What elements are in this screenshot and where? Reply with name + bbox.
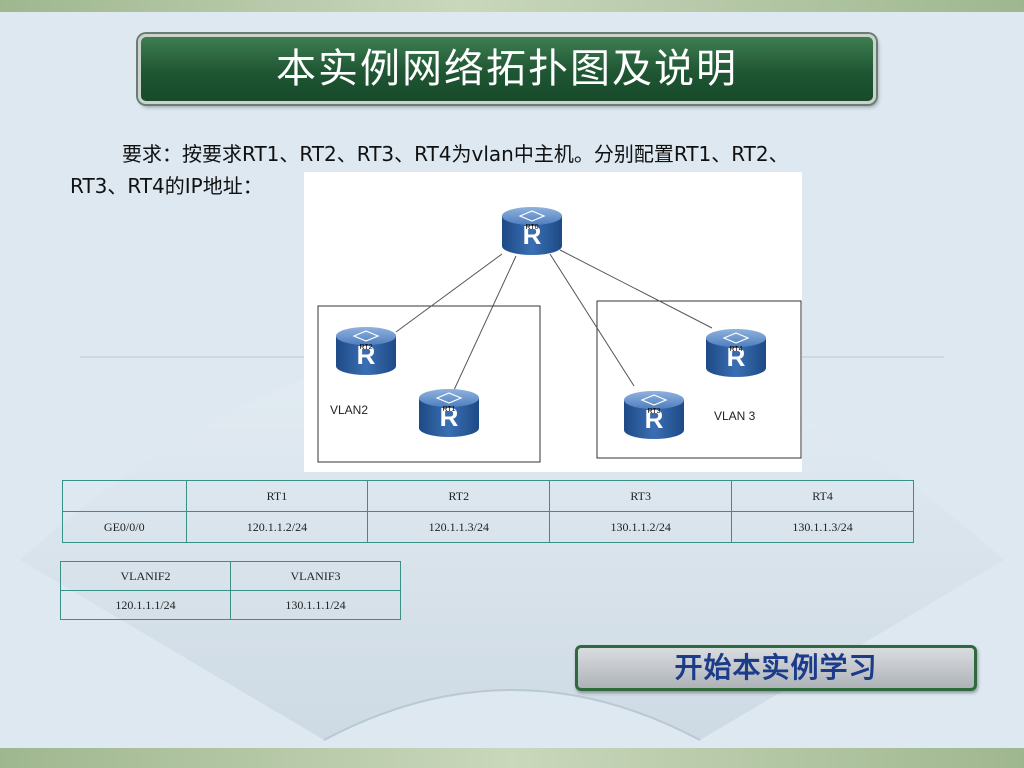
link-core-rt4 — [559, 249, 713, 329]
link-core-rt1 — [453, 255, 517, 391]
router-label-rt3: RT3 — [647, 408, 660, 415]
table-cell: 130.1.1.1/24 — [230, 590, 401, 620]
router-icon-rt3: RT3 — [623, 390, 685, 440]
bottom-decor-bar — [0, 748, 1024, 768]
router-icon-rt1: RT1 — [418, 388, 480, 438]
table-cell: RT1 — [185, 480, 369, 512]
table-cell: GE0/0/0 — [62, 511, 187, 543]
table-cell: VLANIF2 — [60, 561, 231, 591]
table-cell — [62, 480, 187, 512]
router-icon-core: RT0 — [501, 206, 563, 256]
vlanif-table: VLANIF2 VLANIF3 120.1.1.1/24 130.1.1.1/2… — [60, 561, 401, 620]
slide-title: 本实例网络拓扑图及说明 — [138, 34, 876, 104]
network-topology-diagram: R RT0 RT2 RT1 RT3 RT4 VLAN2 VLAN 3 — [304, 172, 802, 472]
table-cell: RT4 — [731, 480, 914, 512]
table-cell: RT2 — [367, 480, 551, 512]
table-row: GE0/0/0 120.1.1.2/24 120.1.1.3/24 130.1.… — [62, 511, 914, 543]
table-cell: 120.1.1.1/24 — [60, 590, 231, 620]
table-header-row: VLANIF2 VLANIF3 — [60, 561, 401, 591]
router-icon-rt2: RT2 — [335, 326, 397, 376]
link-core-rt3 — [549, 253, 635, 387]
router-label-rt1: RT1 — [442, 406, 455, 413]
router-label-rt4: RT4 — [729, 346, 742, 353]
table-cell: RT3 — [549, 480, 733, 512]
router-label-core: RT0 — [525, 224, 538, 231]
vlan3-box — [596, 300, 802, 459]
table-cell: 130.1.1.3/24 — [731, 511, 914, 543]
table-cell: 130.1.1.2/24 — [549, 511, 733, 543]
table-cell: 120.1.1.2/24 — [185, 511, 369, 543]
vlan2-label: VLAN2 — [330, 403, 368, 417]
router-icon-rt4: RT4 — [705, 328, 767, 378]
table-row: 120.1.1.1/24 130.1.1.1/24 — [60, 590, 401, 620]
top-decor-bar — [0, 0, 1024, 12]
table-cell: 120.1.1.3/24 — [367, 511, 551, 543]
table-cell: VLANIF3 — [230, 561, 401, 591]
router-label-rt2: RT2 — [359, 344, 372, 351]
vlan2-box — [317, 305, 541, 463]
start-learning-button[interactable]: 开始本实例学习 — [575, 645, 977, 691]
requirement-line-1: 要求：按要求RT1、RT2、RT3、RT4为vlan中主机。分别配置RT1、RT… — [122, 142, 789, 166]
requirement-line-2: RT3、RT4的IP地址： — [70, 174, 263, 198]
ip-address-table: RT1 RT2 RT3 RT4 GE0/0/0 120.1.1.2/24 120… — [62, 480, 914, 543]
requirement-text: 要求：按要求RT1、RT2、RT3、RT4为vlan中主机。分别配置RT1、RT… — [70, 138, 950, 202]
vlan3-label: VLAN 3 — [714, 409, 756, 423]
link-core-rt2 — [395, 253, 503, 333]
table-header-row: RT1 RT2 RT3 RT4 — [62, 480, 914, 512]
